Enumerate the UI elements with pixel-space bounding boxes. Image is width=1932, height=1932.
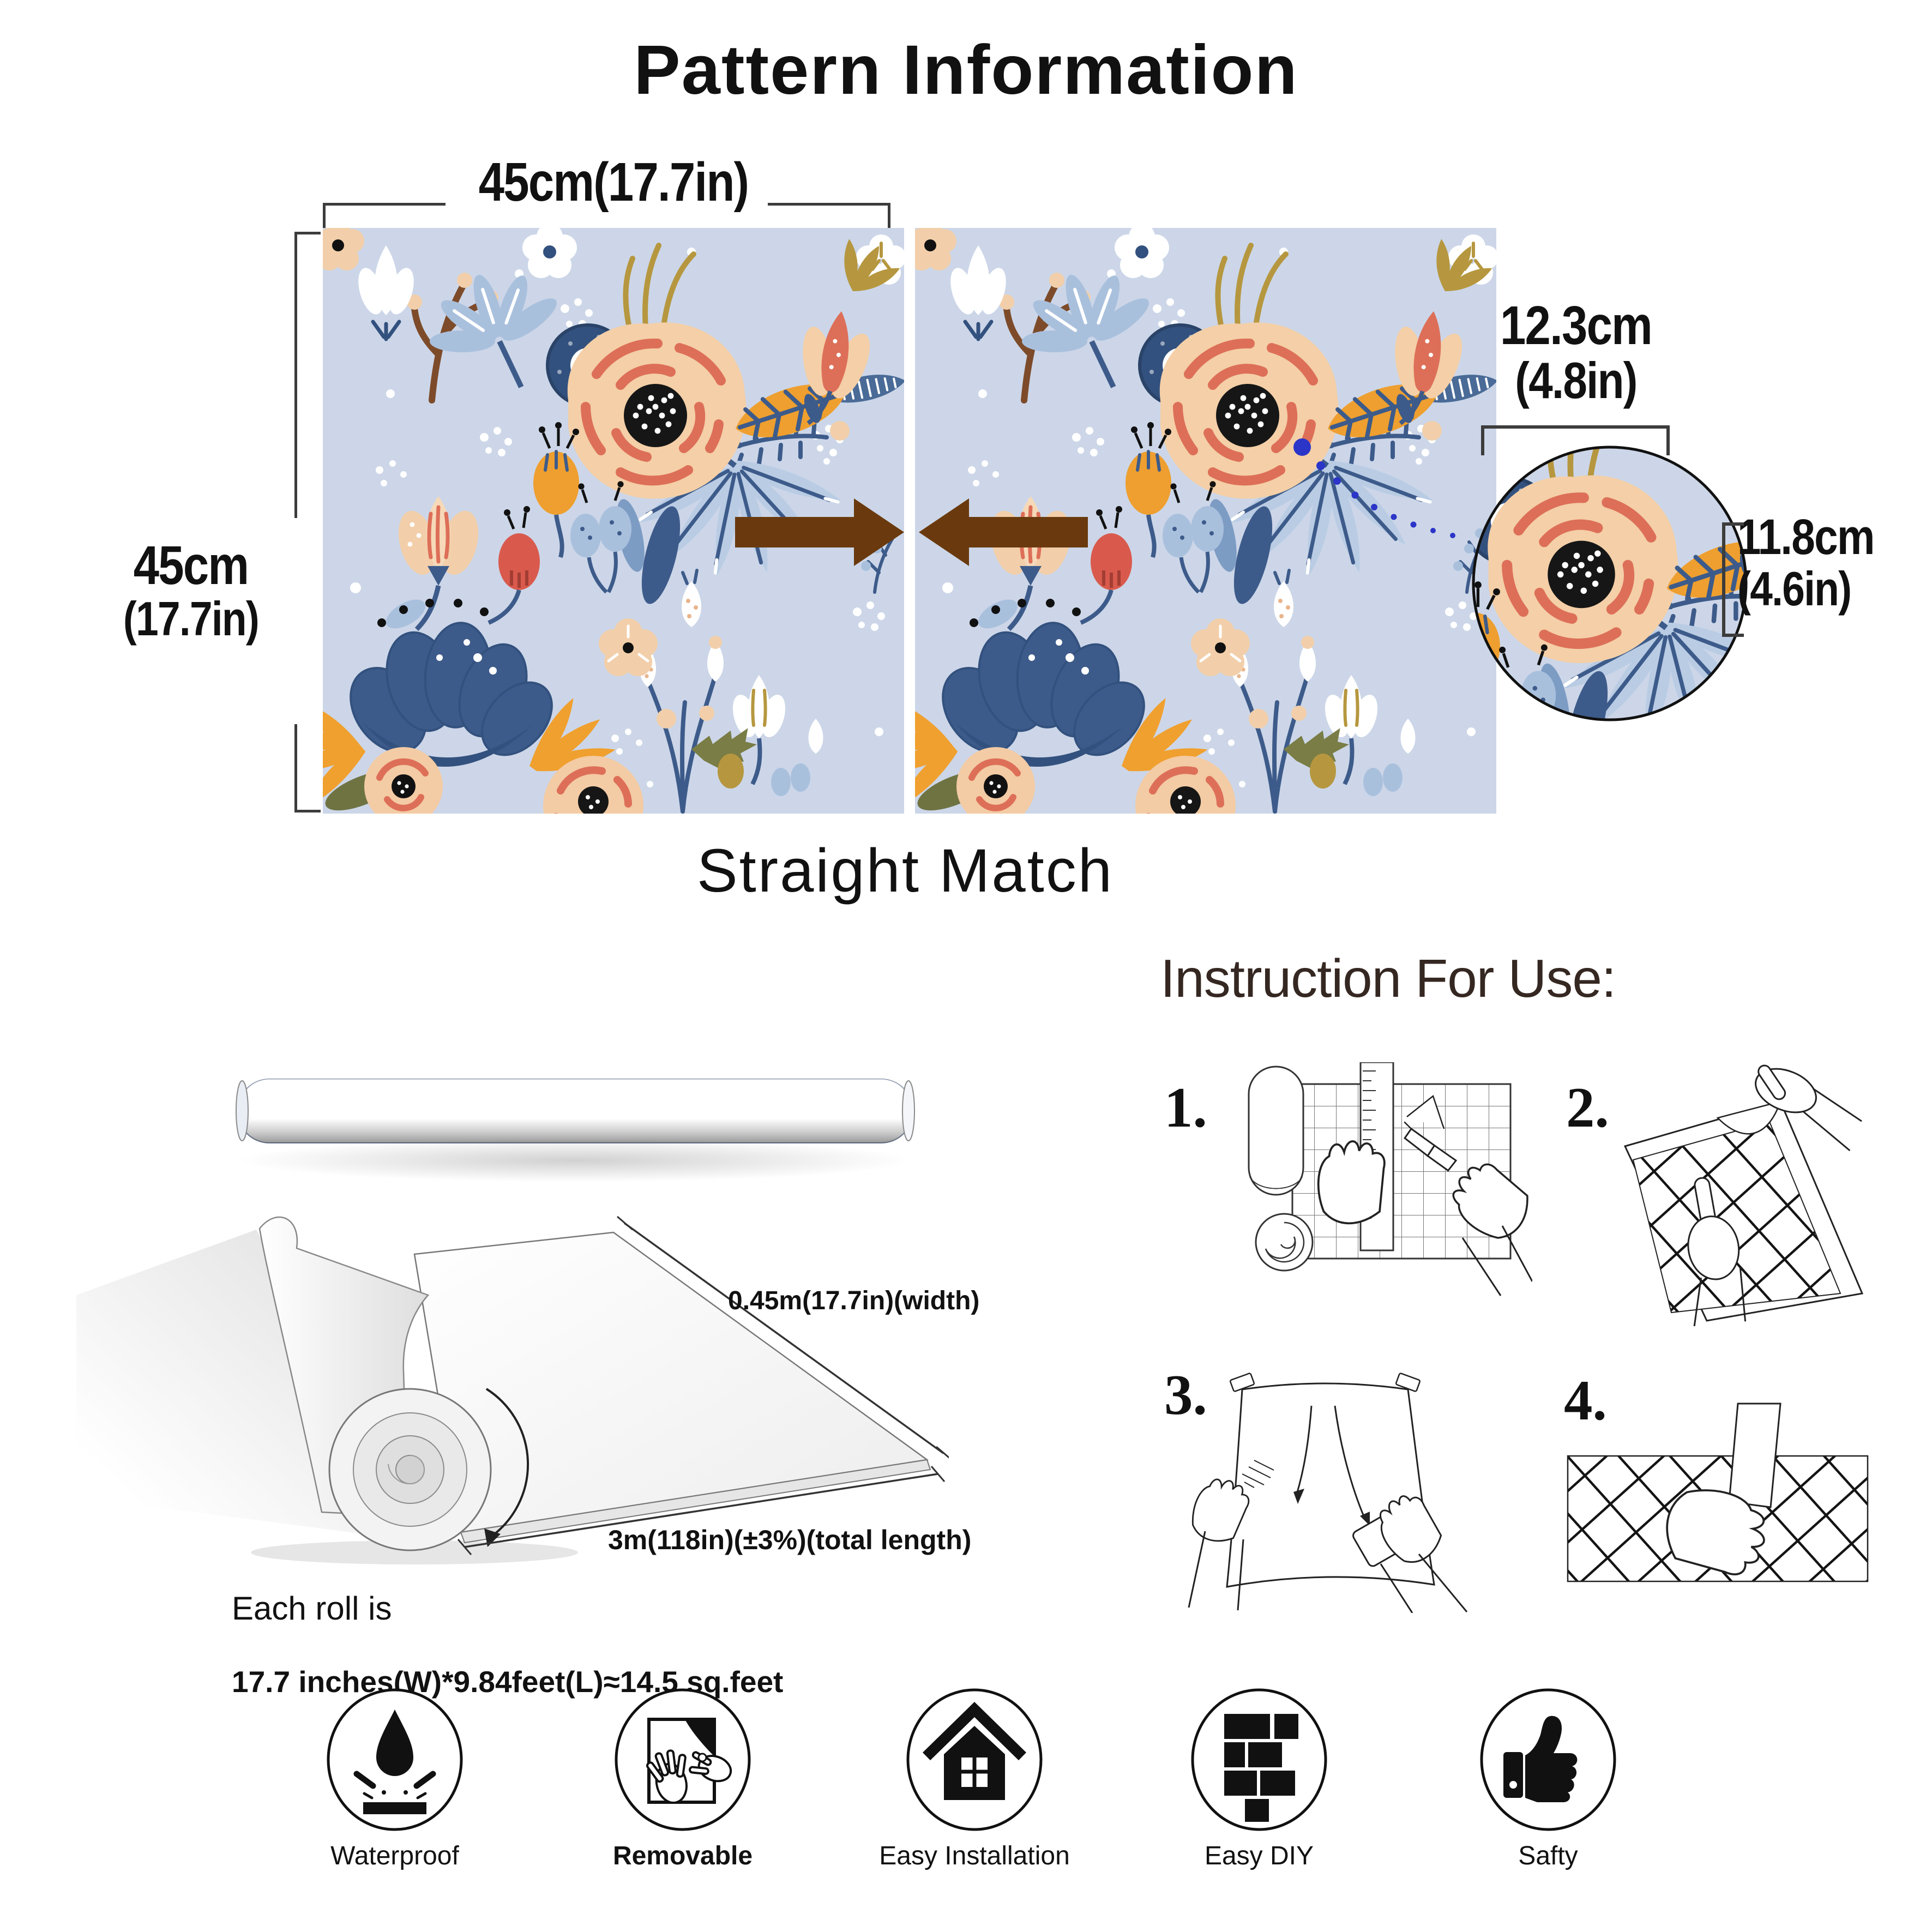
press-flat-illustration xyxy=(1567,1403,1869,1582)
detail-width-bracket xyxy=(1481,425,1670,429)
feature-label: Waterproof xyxy=(330,1841,459,1870)
hang-and-smooth-illustration xyxy=(1185,1373,1468,1613)
house-icon xyxy=(906,1688,1043,1831)
roll-width-label: 0.45m(17.7in)(width) xyxy=(728,1286,980,1315)
swatch-height-value: 45cm xyxy=(133,535,249,596)
feature-waterproof: Waterproof xyxy=(278,1686,512,1871)
pattern-detail-magnifier xyxy=(1472,446,1748,721)
feature-safty: Safty xyxy=(1431,1686,1665,1871)
feature-easy-installation: Easy Installation xyxy=(857,1686,1092,1871)
feature-removable: Removable xyxy=(565,1686,800,1871)
tape-corner-right xyxy=(1395,1373,1421,1392)
height-bracket-bottom-tick xyxy=(294,810,321,812)
dotted-leader-line xyxy=(1293,438,1455,538)
match-arrow-left-icon xyxy=(919,498,1088,566)
swatch-height-label: 45cm (17.7in) xyxy=(71,537,311,644)
feature-label: Removable xyxy=(612,1841,753,1870)
detail-height-bracket xyxy=(1722,522,1725,637)
detail-width-bracket-right-tick xyxy=(1666,425,1670,455)
width-bracket-right-segment xyxy=(768,203,890,206)
utility-knife-icon xyxy=(1404,1121,1458,1172)
width-bracket-left-tick xyxy=(323,203,326,251)
pinching-hand-icon xyxy=(1755,1064,1862,1152)
step-4-number: 4. xyxy=(1564,1368,1607,1432)
detail-height-cm: 11.8cm xyxy=(1737,509,1875,565)
match-arrow-right-icon xyxy=(735,498,904,566)
height-bracket-top-tick xyxy=(294,232,321,234)
roll-shadow xyxy=(234,1139,916,1182)
step-3-number: 3. xyxy=(1164,1363,1207,1427)
brick-wall-icon xyxy=(1191,1688,1327,1831)
height-bracket-bottom-segment xyxy=(294,724,297,812)
feature-label: Safty xyxy=(1518,1841,1578,1870)
peel-backing-illustration xyxy=(1623,1064,1864,1326)
detail-width-cm: 12.3cm xyxy=(1500,295,1653,356)
peel-corner-icon xyxy=(615,1688,751,1831)
match-type-label: Straight Match xyxy=(696,836,1114,905)
height-bracket-top-segment xyxy=(294,232,297,518)
step-1-number: 1. xyxy=(1164,1075,1207,1139)
water-drop-icon xyxy=(327,1688,463,1831)
tape-corner-left xyxy=(1230,1373,1255,1392)
cut-roll-with-ruler-illustration xyxy=(1248,1062,1532,1296)
roll-size-line1: Each roll is xyxy=(232,1590,392,1627)
detail-height-in: (4.6in) xyxy=(1737,561,1852,616)
detail-height-label: 11.8cm (4.6in) xyxy=(1737,511,1932,613)
detail-height-bracket-top-tick xyxy=(1722,522,1744,526)
instructions-heading: Instruction For Use: xyxy=(1160,948,1616,1008)
unroll-direction-arrow xyxy=(485,1388,529,1537)
feature-label: Easy Installation xyxy=(879,1841,1070,1870)
detail-width-in: (4.8in) xyxy=(1515,352,1638,409)
swatch-height-inches: (17.7in) xyxy=(123,592,260,646)
page-title: Pattern Information xyxy=(634,31,1298,109)
roll-length-label: 3m(118in)(±3%)(total length) xyxy=(608,1525,972,1555)
forearm xyxy=(1728,1403,1781,1508)
holding-hand-icon xyxy=(1687,1177,1747,1326)
width-bracket-left-segment xyxy=(323,203,446,206)
detail-width-label: 12.3cm (4.8in) xyxy=(1440,297,1712,407)
unrolled-sheet-diagram xyxy=(76,1215,949,1564)
feature-label: Easy DIY xyxy=(1204,1841,1314,1870)
swatch-width-label: 45cm(17.7in) xyxy=(478,152,749,213)
wallpaper-roll-image xyxy=(236,1079,915,1143)
width-bracket-right-tick xyxy=(888,203,890,251)
detail-width-bracket-left-tick xyxy=(1481,425,1484,455)
feature-easy-diy: Easy DIY xyxy=(1142,1686,1376,1871)
detail-height-bracket-bottom-tick xyxy=(1722,634,1744,637)
thumbs-up-icon xyxy=(1480,1688,1616,1831)
step-2-number: 2. xyxy=(1566,1075,1609,1139)
